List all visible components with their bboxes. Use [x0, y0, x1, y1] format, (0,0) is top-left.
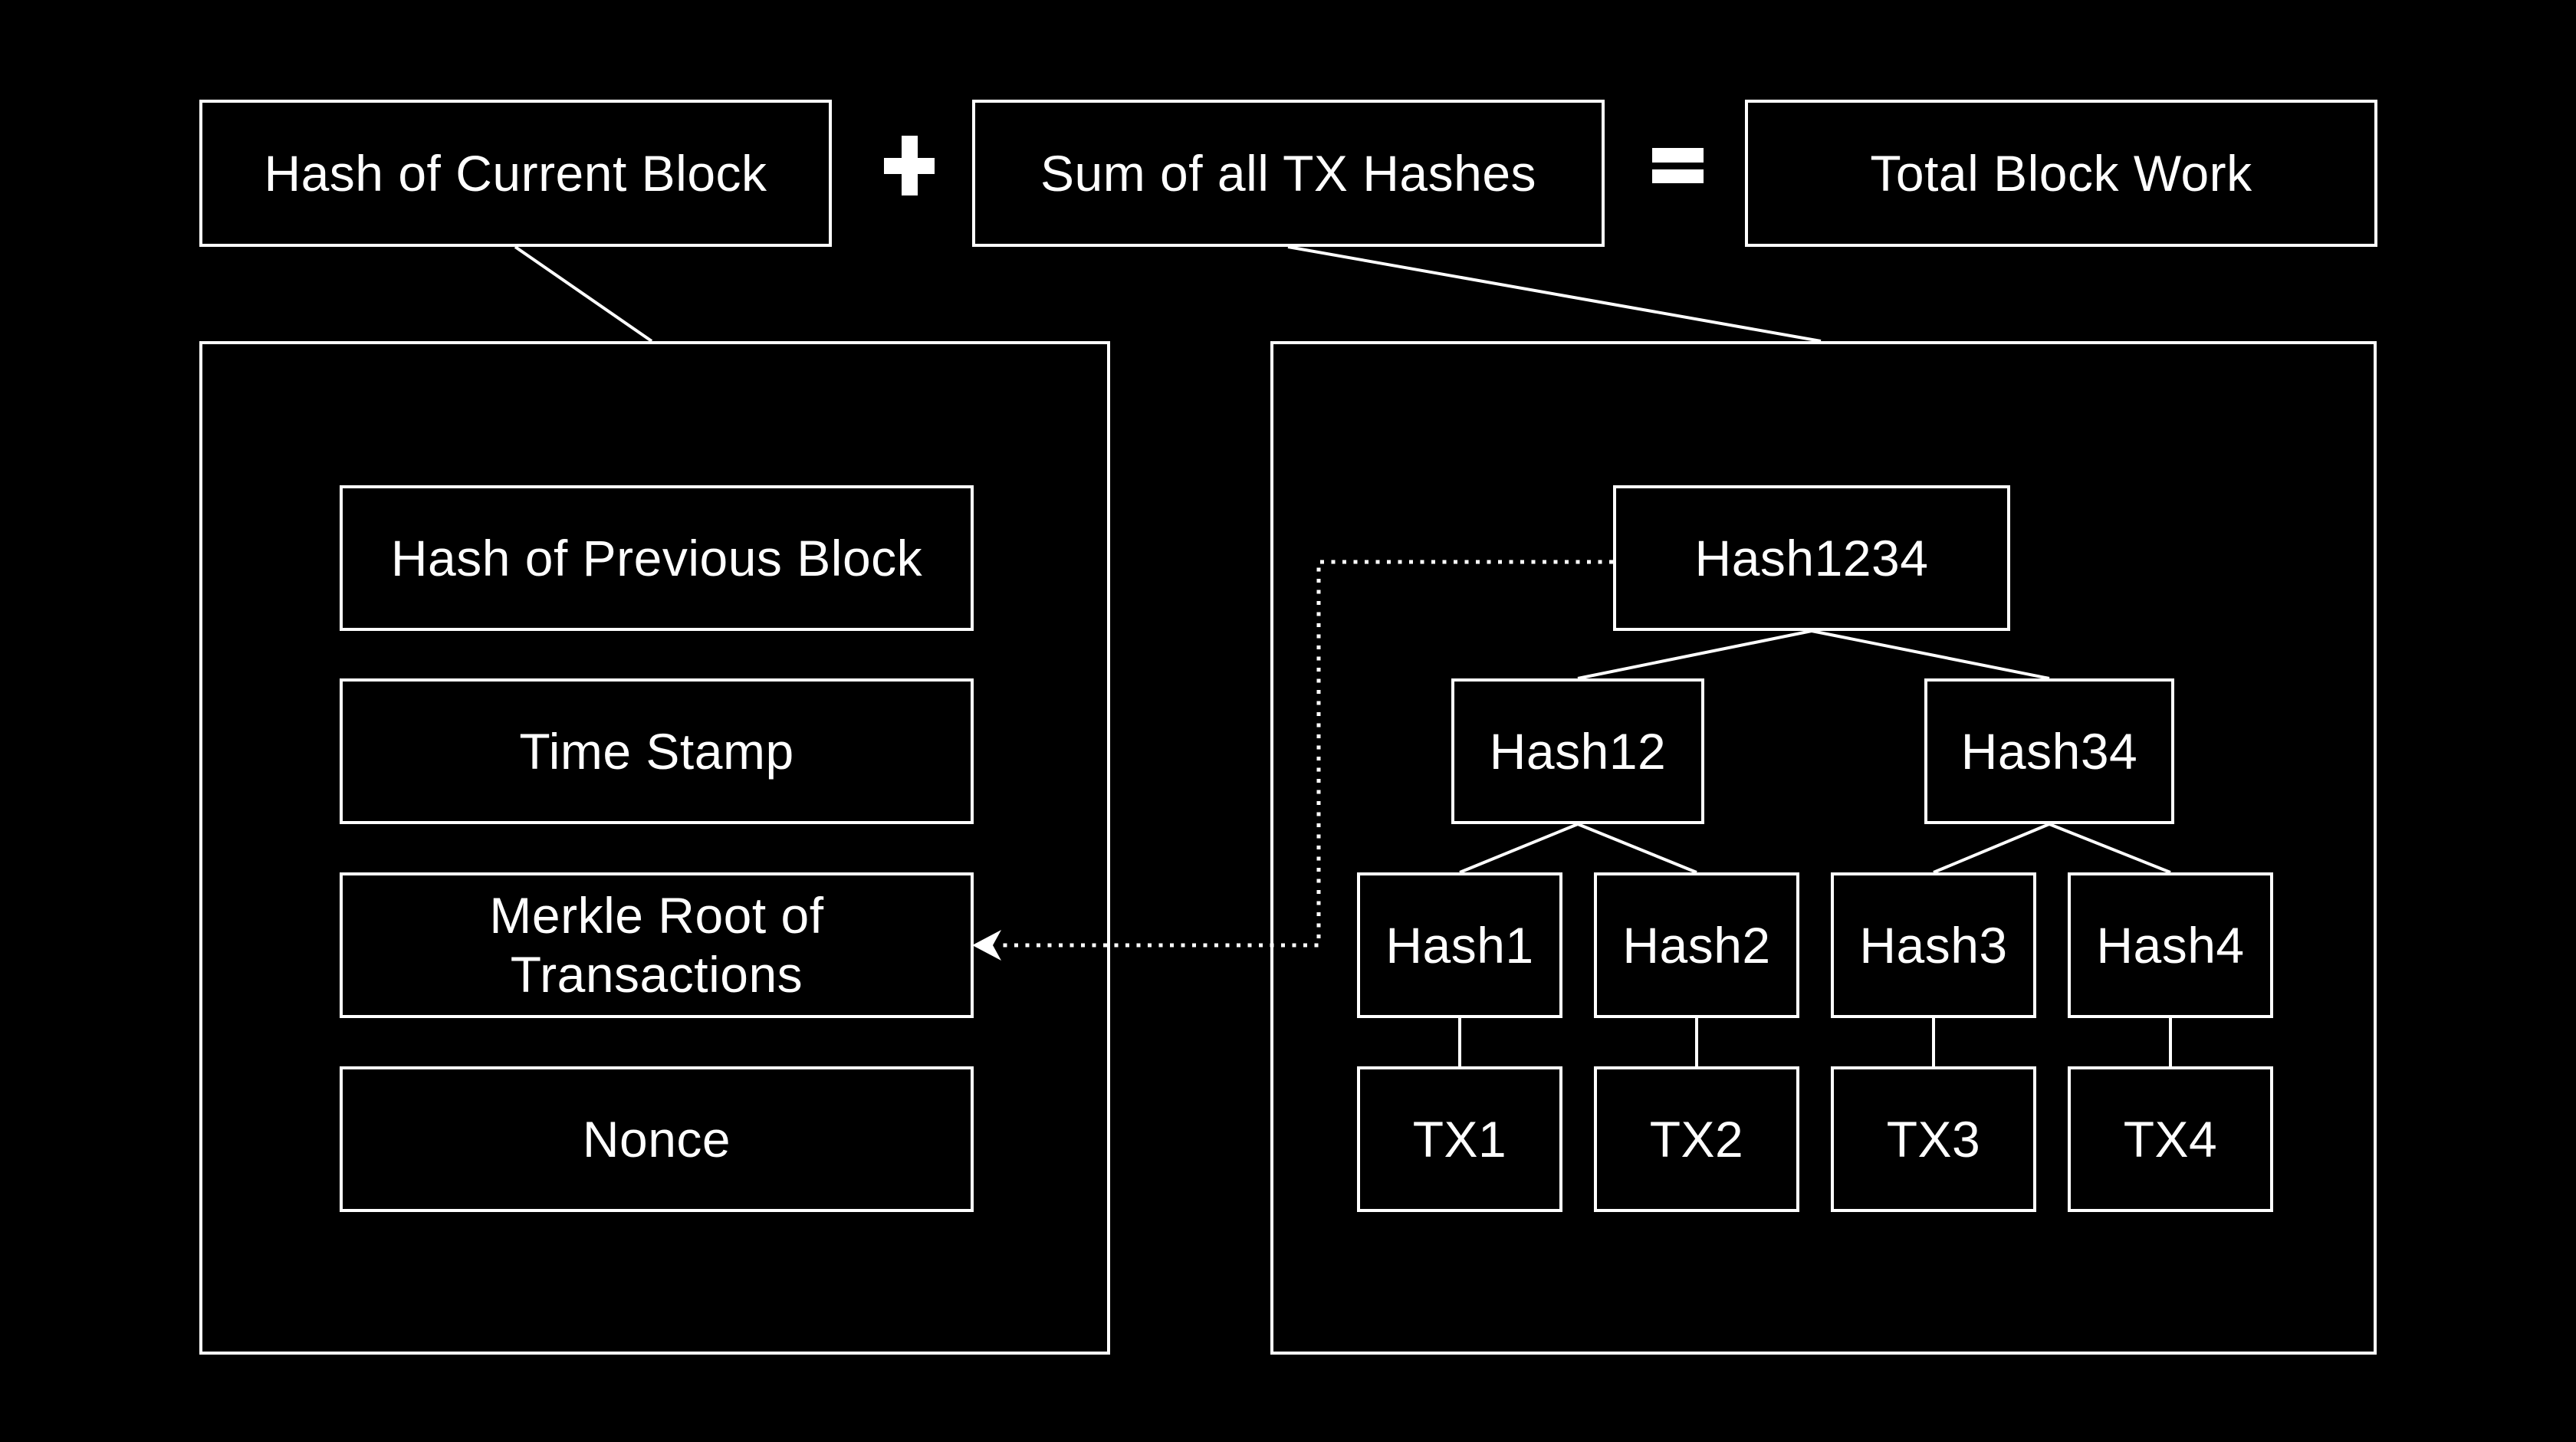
merkle-node-hash1234: Hash1234 — [1613, 485, 2010, 631]
total-block-work-box: Total Block Work — [1745, 100, 2377, 247]
edge-hash12-hash2 — [1577, 823, 1697, 874]
plus-icon — [884, 136, 935, 195]
equals-bottom-bar — [1652, 169, 1704, 183]
field-time-stamp: Time Stamp — [340, 678, 974, 824]
merkle-node-hash34: Hash34 — [1924, 678, 2174, 824]
edge-hash34-hash3 — [1933, 823, 2050, 874]
transaction-tx2: TX2 — [1594, 1066, 1799, 1212]
arrowhead-left-icon — [972, 930, 1001, 961]
equals-icon — [1652, 148, 1704, 183]
merkle-tree-frame — [1270, 341, 2377, 1355]
edge-root-hash34 — [1811, 629, 2050, 680]
equals-top-bar — [1652, 148, 1704, 163]
merkle-tree-edges — [1458, 629, 2172, 1066]
edge-hash12-hash1 — [1459, 823, 1579, 874]
dotted-line-root-to-merkle-field — [997, 560, 1613, 948]
field-nonce: Nonce — [340, 1066, 974, 1212]
line-current-block-to-header-frame — [514, 245, 653, 343]
edge-root-hash12 — [1577, 629, 1812, 680]
plus-horizontal-bar — [884, 157, 935, 174]
edge-hash34-hash4 — [2049, 823, 2171, 874]
merkle-node-hash2: Hash2 — [1594, 872, 1799, 1018]
line-tx-sum-to-tree-frame — [1287, 245, 1822, 343]
merkle-node-hash1: Hash1 — [1357, 872, 1562, 1018]
block-header-frame — [199, 341, 1110, 1355]
field-hash-of-previous-block: Hash of Previous Block — [340, 485, 974, 631]
field-merkle-root-of-transactions: Merkle Root of Transactions — [340, 872, 974, 1018]
transaction-tx1: TX1 — [1357, 1066, 1562, 1212]
sum-of-tx-hashes-box: Sum of all TX Hashes — [972, 100, 1605, 247]
merkle-node-hash3: Hash3 — [1831, 872, 2036, 1018]
merkle-node-hash12: Hash12 — [1451, 678, 1704, 824]
merkle-node-hash4: Hash4 — [2068, 872, 2273, 1018]
transaction-tx4: TX4 — [2068, 1066, 2273, 1212]
transaction-tx3: TX3 — [1831, 1066, 2036, 1212]
hash-of-current-block-box: Hash of Current Block — [199, 100, 832, 247]
